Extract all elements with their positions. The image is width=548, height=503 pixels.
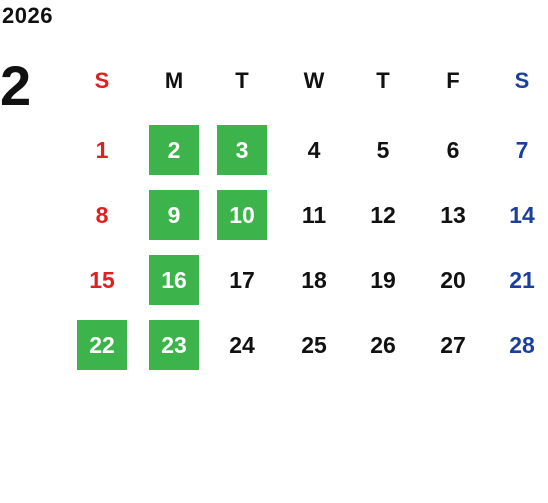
day-cell[interactable]: 20 (440, 266, 466, 293)
day-cell[interactable]: 1 (95, 136, 109, 163)
day-cell[interactable]: 24 (229, 331, 255, 358)
day-cell[interactable]: 14 (509, 201, 535, 228)
day-cell[interactable]: 2 (149, 125, 199, 175)
day-cell[interactable]: 8 (95, 201, 109, 228)
weekday-header: F (446, 68, 460, 93)
calendar-year: 2026 (2, 3, 53, 28)
weekday-header: T (376, 68, 390, 93)
day-cell[interactable]: 23 (149, 320, 199, 370)
day-cell[interactable]: 15 (89, 266, 115, 293)
day-cell[interactable]: 5 (376, 136, 390, 163)
day-cell[interactable]: 16 (149, 255, 199, 305)
day-cell[interactable]: 9 (149, 190, 199, 240)
weekday-header: S (514, 68, 530, 93)
day-cell[interactable]: 22 (77, 320, 127, 370)
day-cell[interactable]: 7 (515, 136, 529, 163)
day-cell[interactable]: 28 (509, 331, 535, 358)
day-cell[interactable]: 11 (301, 201, 327, 228)
weekday-header: T (235, 68, 249, 93)
weekday-header: W (303, 68, 325, 93)
weekday-header: S (94, 68, 110, 93)
day-cell[interactable]: 25 (301, 331, 327, 358)
day-cell[interactable]: 6 (446, 136, 460, 163)
weekday-header: M (164, 68, 184, 93)
day-cell[interactable]: 17 (229, 266, 255, 293)
day-cell[interactable]: 13 (440, 201, 466, 228)
day-cell[interactable]: 12 (370, 201, 396, 228)
day-cell[interactable]: 10 (217, 190, 267, 240)
day-cell[interactable]: 26 (370, 331, 396, 358)
day-cell[interactable]: 3 (217, 125, 267, 175)
day-cell[interactable]: 19 (370, 266, 396, 293)
day-cell[interactable]: 21 (509, 266, 535, 293)
day-cell[interactable]: 18 (301, 266, 327, 293)
day-cell[interactable]: 27 (440, 331, 466, 358)
day-cell[interactable]: 4 (307, 136, 321, 163)
calendar-month: 2 (0, 54, 32, 117)
